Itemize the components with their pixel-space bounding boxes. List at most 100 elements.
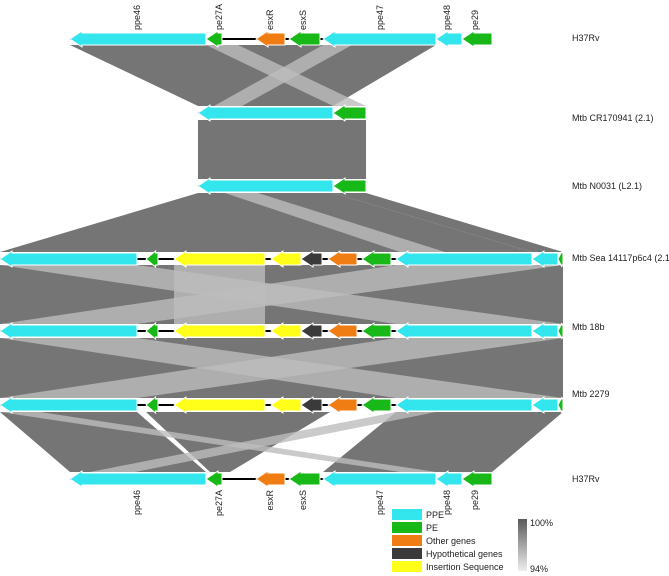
legend-swatch-ppe [392,509,422,520]
similarity-link [225,193,445,252]
gene-arrow-ppe [531,396,559,414]
track-label-h37rv-bottom: H37Rv [572,474,600,484]
gene-label-ppe48-top: ppe48 [442,5,452,30]
gene-arrow-pe [288,470,321,488]
bottom-gene-labels: ppe46 pe27A esxR esxS ppe47 ppe48 pe29 [132,490,480,517]
gene-arrow-ppe [531,322,559,340]
track-h37rv_top [69,30,493,48]
gene-arrow-pe [145,321,159,341]
gene-arrow-pe [461,30,493,48]
similarity-link [90,412,436,472]
gene-arrow-pe [557,322,564,340]
gene-arrow-is [173,396,266,414]
legend-label-hypothetical: Hypothetical genes [426,549,503,559]
gene-arrow-pe [361,396,392,414]
track-mtb18b [0,321,564,341]
gene-label-esxs-bottom: esxS [298,490,308,510]
similarity-link [323,412,563,472]
gene-arrow-ppe [197,104,334,122]
legend-label-pe: PE [426,523,438,533]
similarity-link [206,45,366,106]
gene-label-ppe48-bottom: ppe48 [442,490,452,515]
gene-arrow-pe [461,470,493,488]
gene-arrow-hyp [300,396,323,414]
gene-label-esxr-top: esxR [265,9,275,30]
gene-arrow-pe [332,177,367,195]
track-n0031 [197,177,367,195]
gene-arrow-ppe [197,177,334,195]
gene-label-pe27a-top: pe27A [214,4,224,30]
gene-arrow-pe [361,250,392,268]
gene-arrow-pe [145,395,159,415]
gene-label-ppe46-bottom: ppe46 [132,490,142,515]
gene-label-pe29-top: pe29 [470,10,480,30]
track-label-mtb18b: Mtb 18b [572,322,605,332]
gene-arrow-pe [361,322,392,340]
genome-tracks [0,30,564,488]
track-label-sea14117: Mtb Sea 14117p6c4 (2.1) [572,253,669,263]
gene-label-pe27a-bottom: pe27A [214,490,224,516]
gene-arrow-pe [332,104,367,122]
gene-arrow-ppe [0,322,138,340]
gene-label-esxs-top: esxS [298,10,308,30]
gene-arrow-ppe [435,30,463,48]
track-label-mtb2279: Mtb 2279 [572,389,610,399]
similarity-link [0,265,563,324]
legend-swatch-hypothetical [392,548,422,559]
gene-arrow-is [270,250,302,268]
gene-label-ppe46-top: ppe46 [132,5,142,30]
gene-arrow-ppe [322,30,437,48]
track-h37rv_bottom [69,470,493,488]
top-gene-labels: ppe46 pe27A esxR esxS ppe47 ppe48 pe29 [132,4,480,30]
gene-arrow-pe [557,250,564,268]
gene-label-ppe47-bottom: ppe47 [375,490,385,515]
similarity-link [0,338,563,398]
track-sea14117 [0,249,564,269]
gene-arrow-ppe [395,396,533,414]
legend-swatch-pe [392,522,422,533]
gene-arrow-pe [288,30,321,48]
gene-arrow-pe [557,396,564,414]
similarity-link [0,193,532,252]
gene-arrow-ppe [0,396,138,414]
similarity-link [198,120,366,179]
gene-arrow-other [327,396,358,414]
track-label-n0031: Mtb N0031 (L2.1) [572,181,642,191]
gene-arrow-ppe [69,30,207,48]
gene-arrow-pe [205,470,223,488]
gene-arrow-other [255,470,286,488]
track-label-cr170941: Mtb CR170941 (2.1) [572,113,654,123]
identity-scale-max: 100% [530,518,553,528]
identity-scale-bar [518,519,527,571]
gene-arrow-ppe [0,250,138,268]
gene-arrow-is [173,322,266,340]
gene-arrow-pe [205,30,223,48]
gene-arrow-ppe [395,250,533,268]
track-cr170941 [197,104,367,122]
similarity-link [0,412,206,472]
gene-arrow-ppe [531,250,559,268]
gene-arrow-is [173,250,266,268]
legend-swatch-other [392,535,422,546]
track-mtb2279 [0,395,564,415]
legend-swatch-insertion [392,561,422,572]
gene-label-ppe47-top: ppe47 [375,5,385,30]
gene-arrow-pe [145,249,159,269]
gene-label-pe29-bottom: pe29 [470,490,480,510]
gene-arrow-hyp [300,250,323,268]
gene-arrow-ppe [322,470,437,488]
gene-arrow-other [255,30,286,48]
legend: PPE PE Other genes Hypothetical genes In… [392,509,553,574]
legend-label-insertion: Insertion Sequence [426,562,504,572]
similarity-links [0,45,563,472]
gene-arrow-other [327,250,358,268]
legend-label-other: Other genes [426,536,476,546]
gene-arrow-ppe [435,470,463,488]
gene-arrow-is [270,322,302,340]
legend-label-ppe: PPE [426,510,444,520]
gene-arrow-is [270,396,302,414]
similarity-link [0,412,436,472]
track-label-h37rv-top: H37Rv [572,33,600,43]
gene-label-esxr-bottom: esxR [265,490,275,511]
